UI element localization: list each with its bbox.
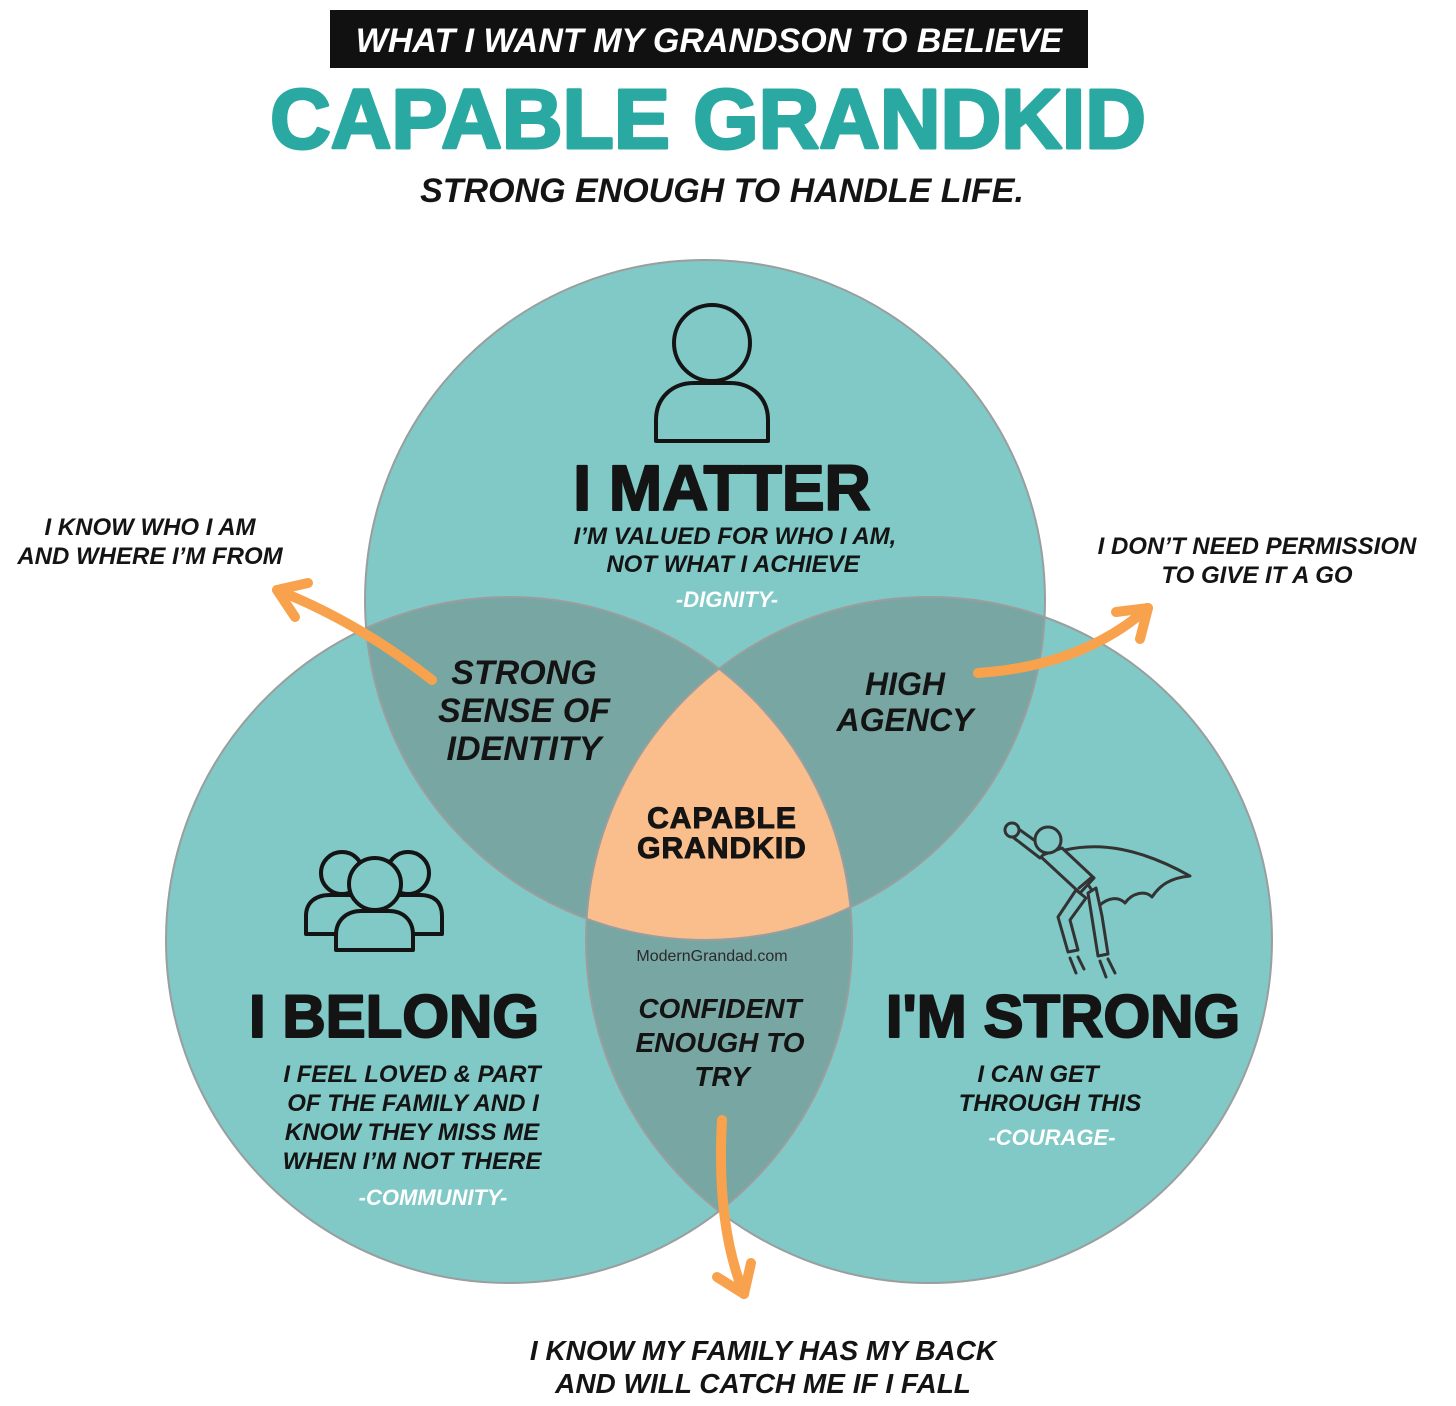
callout-confident-line: I KNOW MY FAMILY HAS MY BACK	[530, 1335, 998, 1366]
superhero-icon	[1003, 821, 1192, 979]
superhero-icon-belt	[1077, 875, 1094, 890]
matter-value: -DIGNITY-	[676, 587, 778, 612]
group-icon-front-body	[334, 909, 415, 952]
belong-value: -COMMUNITY-	[359, 1185, 508, 1210]
group-icon	[304, 850, 444, 952]
banner-background	[330, 10, 1088, 68]
callout-confident-line: AND WILL CATCH ME IF I FALL	[554, 1368, 971, 1399]
diagram-text: I KNOW WHO I AM AND WHERE I’M FROM I DON…	[16, 451, 1417, 1399]
group-icon-front-head	[347, 856, 403, 912]
confident-label-line: ENOUGH TO	[635, 1027, 804, 1058]
venn-diagram	[165, 259, 1273, 1284]
strong-heading: I'M STRONG	[886, 983, 1240, 1050]
circle-i-belong-outline	[165, 596, 853, 1284]
watermark-text: ModernGrandad.com	[636, 948, 787, 965]
identity-label-line: SENSE OF	[438, 692, 611, 730]
superhero-icon-fist	[1003, 821, 1021, 839]
strong-description-line: I CAN GET	[977, 1061, 1101, 1088]
belong-description-line: I FEEL LOVED & PART	[283, 1061, 543, 1088]
belong-description-line: KNOW THEY MISS ME	[285, 1119, 540, 1146]
callout-agency-line: TO GIVE IT A GO	[1161, 562, 1352, 589]
confident-label-line: CONFIDENT	[638, 993, 804, 1024]
circle-i-matter-outline	[364, 259, 1046, 941]
center-label-line: CAPABLE	[647, 802, 797, 835]
circle-i-strong-outline	[585, 596, 1273, 1284]
agency-label-line: HIGH	[865, 666, 946, 702]
circle-outlines	[165, 259, 1273, 1284]
superhero-icon-leg-left	[1056, 888, 1088, 954]
callout-arrows	[272, 578, 1153, 1299]
belong-heading: I BELONG	[249, 983, 539, 1050]
arrow-confident-head	[712, 1258, 756, 1299]
matter-description-line: NOT WHAT I ACHIEVE	[606, 551, 860, 578]
strong-value: -COURAGE-	[988, 1125, 1115, 1150]
person-icon-body	[654, 381, 770, 443]
header: WHAT I WANT MY GRANDSON TO BELIEVE CAPAB…	[269, 10, 1148, 210]
strong-description-line: THROUGH THIS	[959, 1090, 1142, 1117]
superhero-icon-head	[1033, 825, 1063, 855]
agency-label-line: AGENCY	[836, 702, 977, 738]
callout-identity-line: I KNOW WHO I AM	[44, 514, 256, 541]
person-icon	[654, 303, 770, 443]
arrow-identity-curve	[272, 585, 437, 685]
callout-agency-line: I DON’T NEED PERMISSION	[1098, 533, 1417, 560]
confident-label-line: TRY	[694, 1061, 752, 1092]
belong-description-line: OF THE FAMILY AND I	[287, 1090, 540, 1117]
page-subtitle: STRONG ENOUGH TO HANDLE LIFE.	[420, 172, 1024, 210]
arrow-identity-head	[272, 578, 313, 622]
matter-description-line: I’M VALUED FOR WHO I AM,	[574, 523, 897, 550]
center-label-line: GRANDKID	[637, 832, 807, 865]
arrow-agency-head	[1111, 603, 1153, 644]
page-title: CAPABLE GRANDKID	[270, 72, 1146, 166]
identity-label-line: STRONG	[451, 654, 596, 692]
banner-text: WHAT I WANT MY GRANDSON TO BELIEVE	[356, 22, 1064, 60]
callout-identity-line: AND WHERE I’M FROM	[16, 543, 283, 570]
belong-description-line: WHEN I’M NOT THERE	[283, 1148, 543, 1175]
identity-label-line: IDENTITY	[447, 730, 605, 768]
arrow-confident-curve	[715, 1115, 749, 1299]
arrow-agency-curve	[973, 603, 1153, 678]
superhero-icon-leg-right	[1086, 886, 1110, 958]
superhero-icon-motion-lines	[1068, 955, 1117, 979]
title-stroke-group: CAPABLE GRANDKID	[269, 71, 1148, 168]
matter-heading: I MATTER	[573, 452, 870, 524]
